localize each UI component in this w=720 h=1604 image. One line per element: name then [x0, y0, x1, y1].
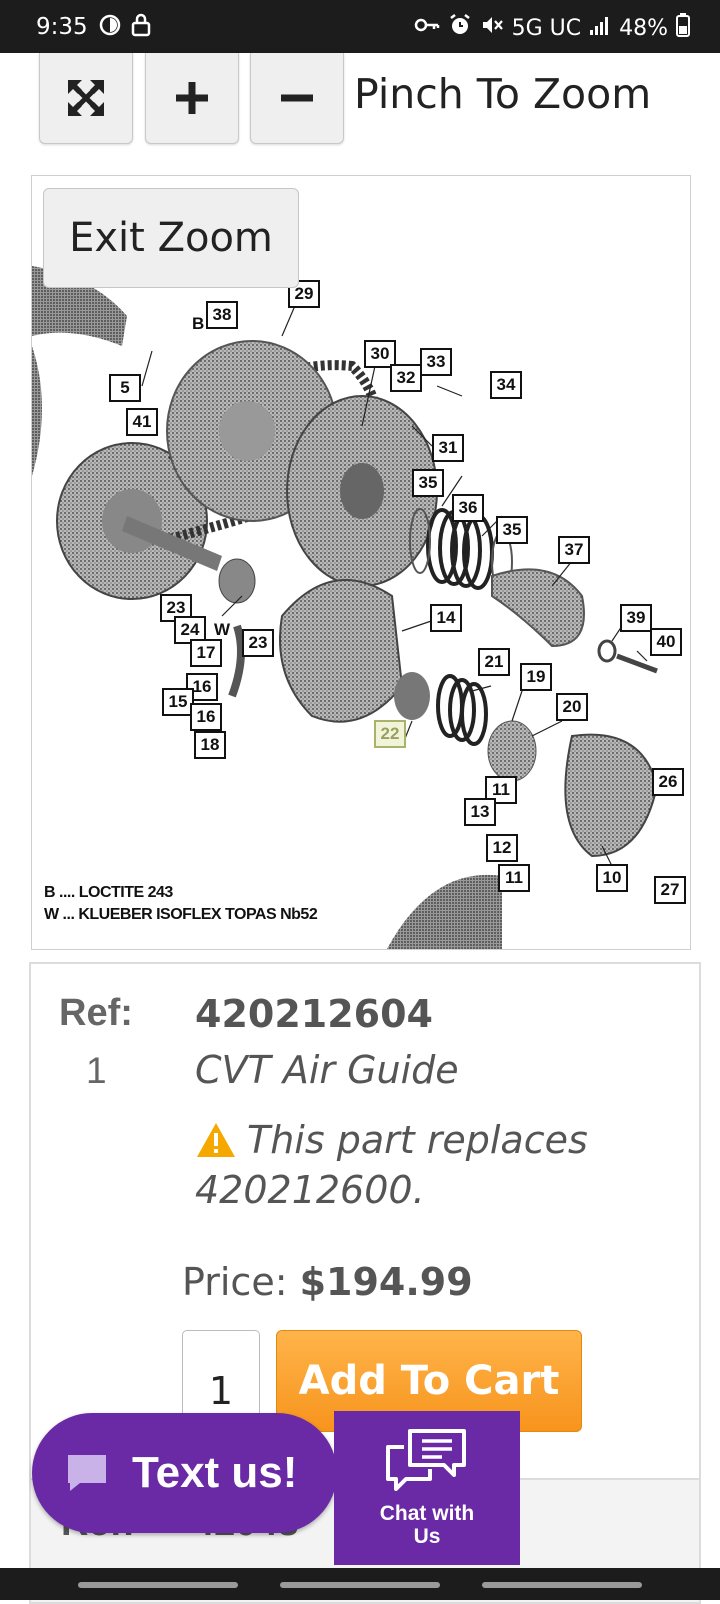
warning-icon [195, 1121, 237, 1168]
key-icon [414, 14, 440, 42]
callout-27[interactable]: 27 [654, 876, 686, 904]
pinch-to-zoom-hint: Pinch To Zoom [354, 70, 652, 118]
battery-level: 48% [619, 15, 668, 41]
callout-19[interactable]: 19 [520, 663, 552, 691]
zoom-in-button[interactable] [145, 53, 239, 144]
callout-16[interactable]: 16 [190, 703, 222, 731]
callout-31[interactable]: 31 [432, 434, 464, 462]
callout-32[interactable]: 32 [390, 364, 422, 392]
callout-22[interactable]: 22 [374, 720, 406, 748]
callout-37[interactable]: 37 [558, 536, 590, 564]
text-us-button[interactable]: Text us! [32, 1413, 337, 1533]
callout-30[interactable]: 30 [364, 340, 396, 368]
price-label: Price: [182, 1260, 288, 1304]
callout-5[interactable]: 5 [109, 374, 141, 402]
callout-11[interactable]: 11 [485, 776, 517, 804]
ref-label: Ref: [59, 992, 133, 1034]
add-to-cart-button[interactable]: Add To Cart [276, 1330, 582, 1432]
lock-icon [130, 13, 152, 41]
callout-36[interactable]: 36 [452, 494, 484, 522]
mute-icon [480, 13, 504, 43]
nav-recents-pill[interactable] [78, 1582, 238, 1588]
callout-29[interactable]: 29 [288, 280, 320, 308]
battery-icon [676, 13, 690, 43]
legend-line-1: B .... LOCTITE 243 [44, 884, 173, 901]
nav-home-pill[interactable] [280, 1582, 440, 1588]
chat-with-us-label: Chat with Us [379, 1502, 475, 1548]
network-type: 5G UC [511, 15, 582, 41]
chat-bubble-icon [68, 1455, 106, 1491]
part-name: CVT Air Guide [195, 1048, 459, 1092]
price-value: $194.99 [299, 1260, 473, 1304]
text-us-label: Text us! [132, 1448, 298, 1497]
callout-38[interactable]: 38 [206, 301, 238, 329]
callout-13[interactable]: 13 [464, 798, 496, 826]
callout-18[interactable]: 18 [194, 731, 226, 759]
callout-41[interactable]: 41 [126, 408, 158, 436]
callout-35[interactable]: 35 [496, 516, 528, 544]
callout-17[interactable]: 17 [190, 639, 222, 667]
signal-icon [589, 14, 611, 42]
chat-with-us-button[interactable]: Chat with Us [334, 1411, 520, 1565]
fullscreen-icon [68, 80, 104, 116]
replacement-notice: This part replaces 420212600. [195, 1118, 635, 1212]
callout-34[interactable]: 34 [490, 371, 522, 399]
callout-39[interactable]: 39 [620, 604, 652, 632]
price-line: Price: $194.99 [182, 1260, 473, 1304]
part-number[interactable]: 420212604 [195, 992, 433, 1036]
callout-12[interactable]: 12 [486, 834, 518, 862]
exit-zoom-button[interactable]: Exit Zoom [43, 188, 299, 288]
fullscreen-button[interactable] [39, 53, 133, 144]
marker-b: B [192, 314, 205, 333]
alarm-icon [448, 13, 472, 43]
callout-33[interactable]: 33 [420, 348, 452, 376]
marker-w: W [214, 620, 231, 639]
callout-26[interactable]: 26 [652, 768, 684, 796]
callout-23[interactable]: 23 [242, 629, 274, 657]
callout-15[interactable]: 15 [162, 688, 194, 716]
status-time: 9:35 [36, 14, 88, 40]
callout-10[interactable]: 10 [596, 864, 628, 892]
zoom-out-button[interactable] [250, 53, 344, 144]
callout-14[interactable]: 14 [430, 604, 462, 632]
ref-number: 1 [86, 1050, 107, 1091]
callout-40[interactable]: 40 [650, 628, 682, 656]
minus-icon [281, 94, 313, 102]
chat-conversation-icon [386, 1429, 466, 1491]
status-bar: 9:35 5G UC 48% [0, 0, 720, 53]
data-saver-icon [98, 13, 122, 41]
navigation-bar [0, 1568, 720, 1600]
exploded-view-illustration [32, 266, 659, 949]
nav-back-pill[interactable] [482, 1582, 642, 1588]
legend-line-2: W ... KLUEBER ISOFLEX TOPAS Nb52 [44, 906, 318, 923]
callout-35[interactable]: 35 [412, 469, 444, 497]
plus-icon [176, 82, 208, 114]
callout-16[interactable]: 16 [186, 673, 218, 701]
callout-20[interactable]: 20 [556, 693, 588, 721]
replacement-text: This part replaces 420212600. [195, 1118, 588, 1212]
callout-21[interactable]: 21 [478, 648, 510, 676]
callout-11[interactable]: 11 [498, 864, 530, 892]
